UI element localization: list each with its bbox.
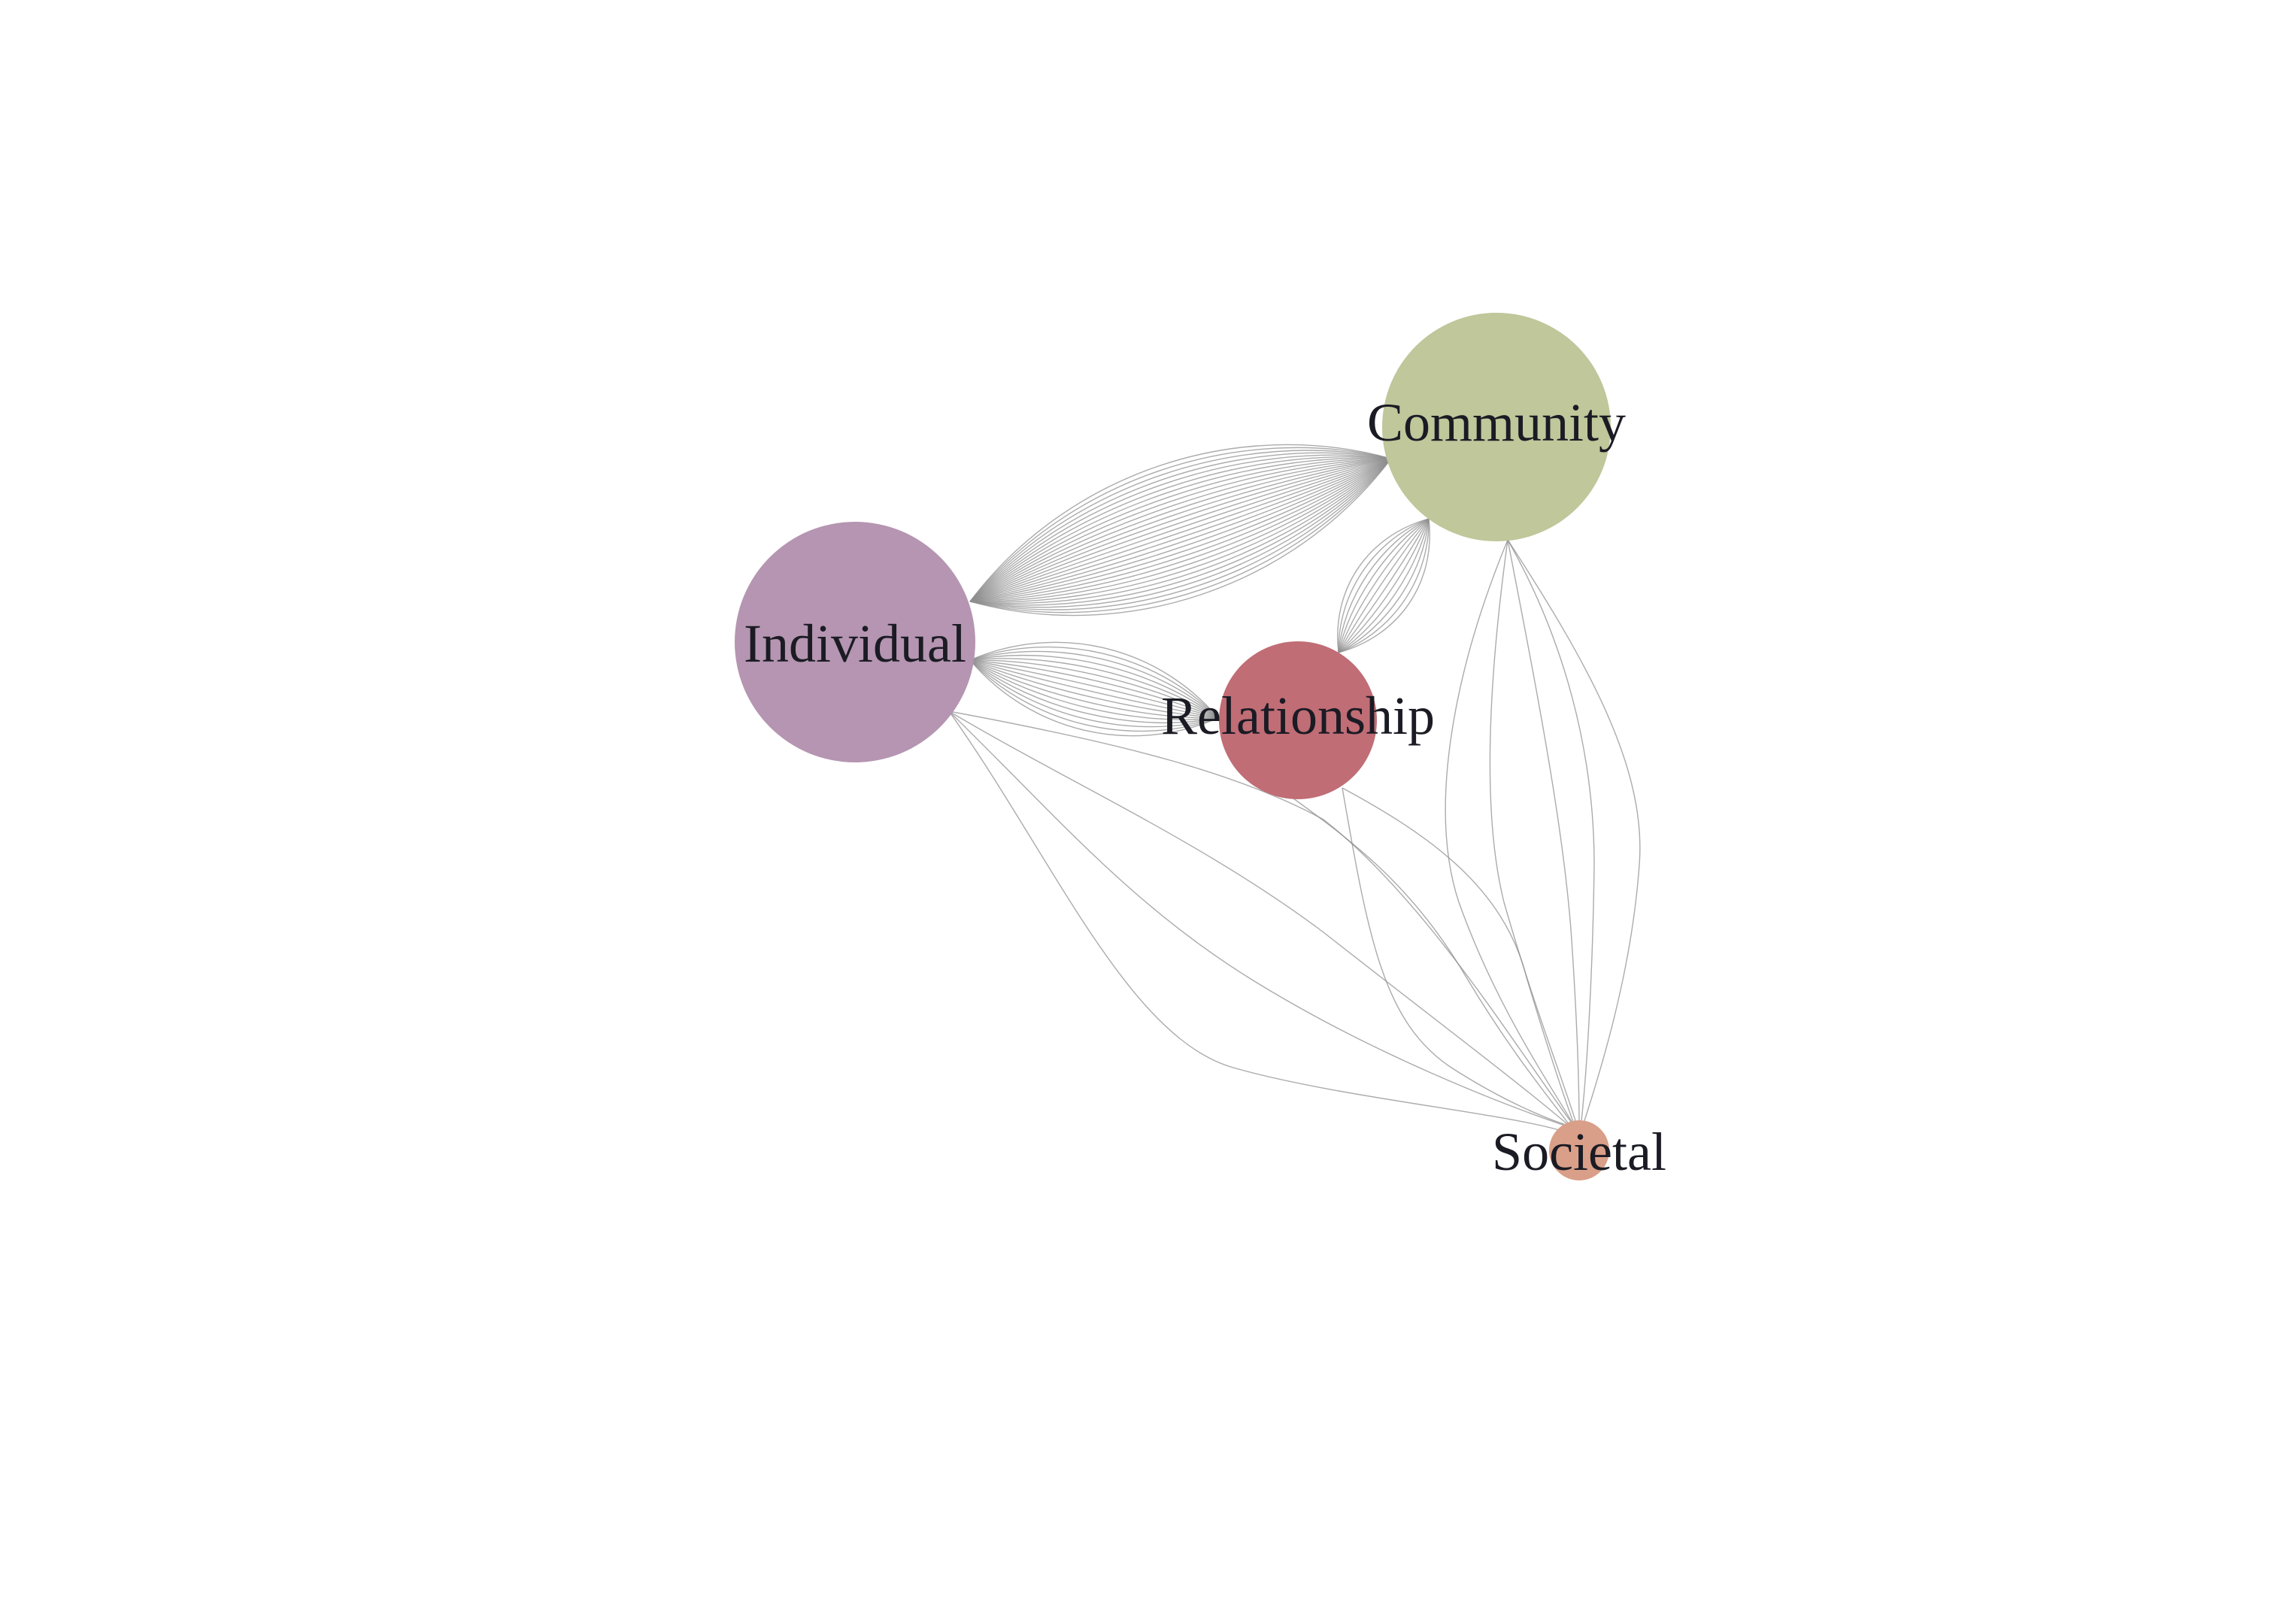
- edge-relationship-community: [1338, 518, 1430, 653]
- edge-individual-community: [969, 458, 1392, 602]
- edge-individual-community: [969, 458, 1392, 614]
- edge-individual-relationship: [969, 659, 1219, 719]
- edge-individual-societal: [948, 710, 1572, 1129]
- edge-individual-relationship: [969, 659, 1219, 720]
- edge-relationship-community: [1338, 518, 1430, 653]
- node-label-community: Community: [1367, 392, 1626, 453]
- edge-individual-community: [969, 458, 1392, 602]
- edge-individual-societal: [948, 710, 1576, 1129]
- edge-relationship-community: [1338, 518, 1430, 653]
- edges-layer: [948, 444, 1641, 1132]
- edge-individual-community: [969, 458, 1392, 602]
- edge-relationship-community: [1338, 518, 1430, 653]
- edge-individual-community: [969, 450, 1392, 602]
- edge-individual-community: [969, 458, 1392, 606]
- edge-relationship-community: [1338, 518, 1430, 653]
- edge-individual-community: [969, 457, 1392, 602]
- node-label-individual: Individual: [744, 614, 966, 674]
- edge-relationship-societal: [1293, 798, 1572, 1129]
- edge-individual-community: [969, 458, 1392, 617]
- edge-individual-relationship: [969, 654, 1219, 719]
- edge-individual-relationship: [969, 658, 1219, 719]
- edge-relationship-community: [1338, 518, 1430, 653]
- edge-individual-relationship: [969, 659, 1219, 737]
- edge-relationship-community: [1338, 518, 1430, 653]
- node-individual: [735, 522, 975, 762]
- edge-individual-relationship: [969, 659, 1219, 719]
- edge-individual-community: [969, 447, 1392, 602]
- node-relationship: [1219, 641, 1377, 799]
- edge-individual-community: [969, 458, 1392, 604]
- edge-individual-community: [969, 458, 1392, 602]
- edge-individual-community: [969, 458, 1392, 611]
- node-community: [1382, 313, 1611, 541]
- edge-individual-community: [969, 452, 1392, 602]
- edge-individual-relationship: [969, 641, 1219, 719]
- edge-individual-community: [969, 458, 1392, 602]
- edge-individual-relationship: [969, 659, 1219, 719]
- edge-individual-community: [969, 458, 1392, 602]
- edge-relationship-community: [1338, 518, 1430, 653]
- edge-individual-community: [969, 458, 1392, 602]
- edge-individual-community: [969, 458, 1392, 602]
- edge-individual-community: [969, 458, 1392, 602]
- edge-bundle-relationship-community: [1337, 518, 1430, 653]
- edge-individual-relationship: [969, 650, 1219, 719]
- edge-individual-relationship: [969, 659, 1219, 719]
- edge-individual-relationship: [969, 659, 1219, 732]
- edge-bundle-individual-community: [969, 444, 1392, 617]
- edge-individual-relationship: [969, 659, 1219, 719]
- edge-individual-community: [969, 458, 1392, 602]
- edge-individual-relationship: [969, 659, 1219, 719]
- edge-individual-community: [969, 458, 1392, 602]
- edge-individual-community: [969, 444, 1392, 602]
- edge-relationship-community: [1338, 518, 1430, 653]
- node-label-societal: Societal: [1492, 1122, 1666, 1182]
- labels-layer: Individual Community Relationship Societ…: [744, 392, 1666, 1182]
- edge-individual-relationship: [969, 659, 1219, 728]
- edge-community-societal: [1507, 539, 1595, 1129]
- edge-individual-relationship: [969, 659, 1219, 724]
- edge-individual-relationship: [969, 646, 1219, 719]
- edge-relationship-societal: [1342, 787, 1576, 1129]
- edge-community-societal: [1507, 539, 1641, 1129]
- edges-to-societal: [948, 539, 1641, 1132]
- edge-relationship-societal: [1342, 787, 1576, 1129]
- edge-individual-community: [969, 458, 1392, 602]
- edge-individual-societal: [948, 710, 1572, 1129]
- node-label-relationship: Relationship: [1161, 686, 1435, 746]
- node-societal: [1549, 1120, 1609, 1180]
- edge-individual-community: [969, 458, 1392, 602]
- edge-community-societal: [1445, 539, 1576, 1129]
- edge-individual-community: [969, 458, 1392, 603]
- edge-individual-community: [969, 456, 1392, 602]
- edge-community-societal: [1489, 539, 1578, 1129]
- edge-bundle-individual-relationship: [969, 641, 1219, 737]
- edge-relationship-community: [1338, 518, 1430, 653]
- edge-community-societal: [1507, 539, 1580, 1129]
- edge-individual-community: [969, 458, 1392, 602]
- edge-relationship-community: [1338, 518, 1430, 653]
- edge-individual-community: [969, 458, 1392, 608]
- edge-individual-community: [969, 458, 1392, 602]
- edge-individual-community: [969, 458, 1392, 602]
- edge-relationship-community: [1337, 518, 1430, 653]
- edge-individual-community: [969, 454, 1392, 602]
- nodes-layer: [735, 313, 1611, 1180]
- edge-individual-societal: [948, 710, 1565, 1132]
